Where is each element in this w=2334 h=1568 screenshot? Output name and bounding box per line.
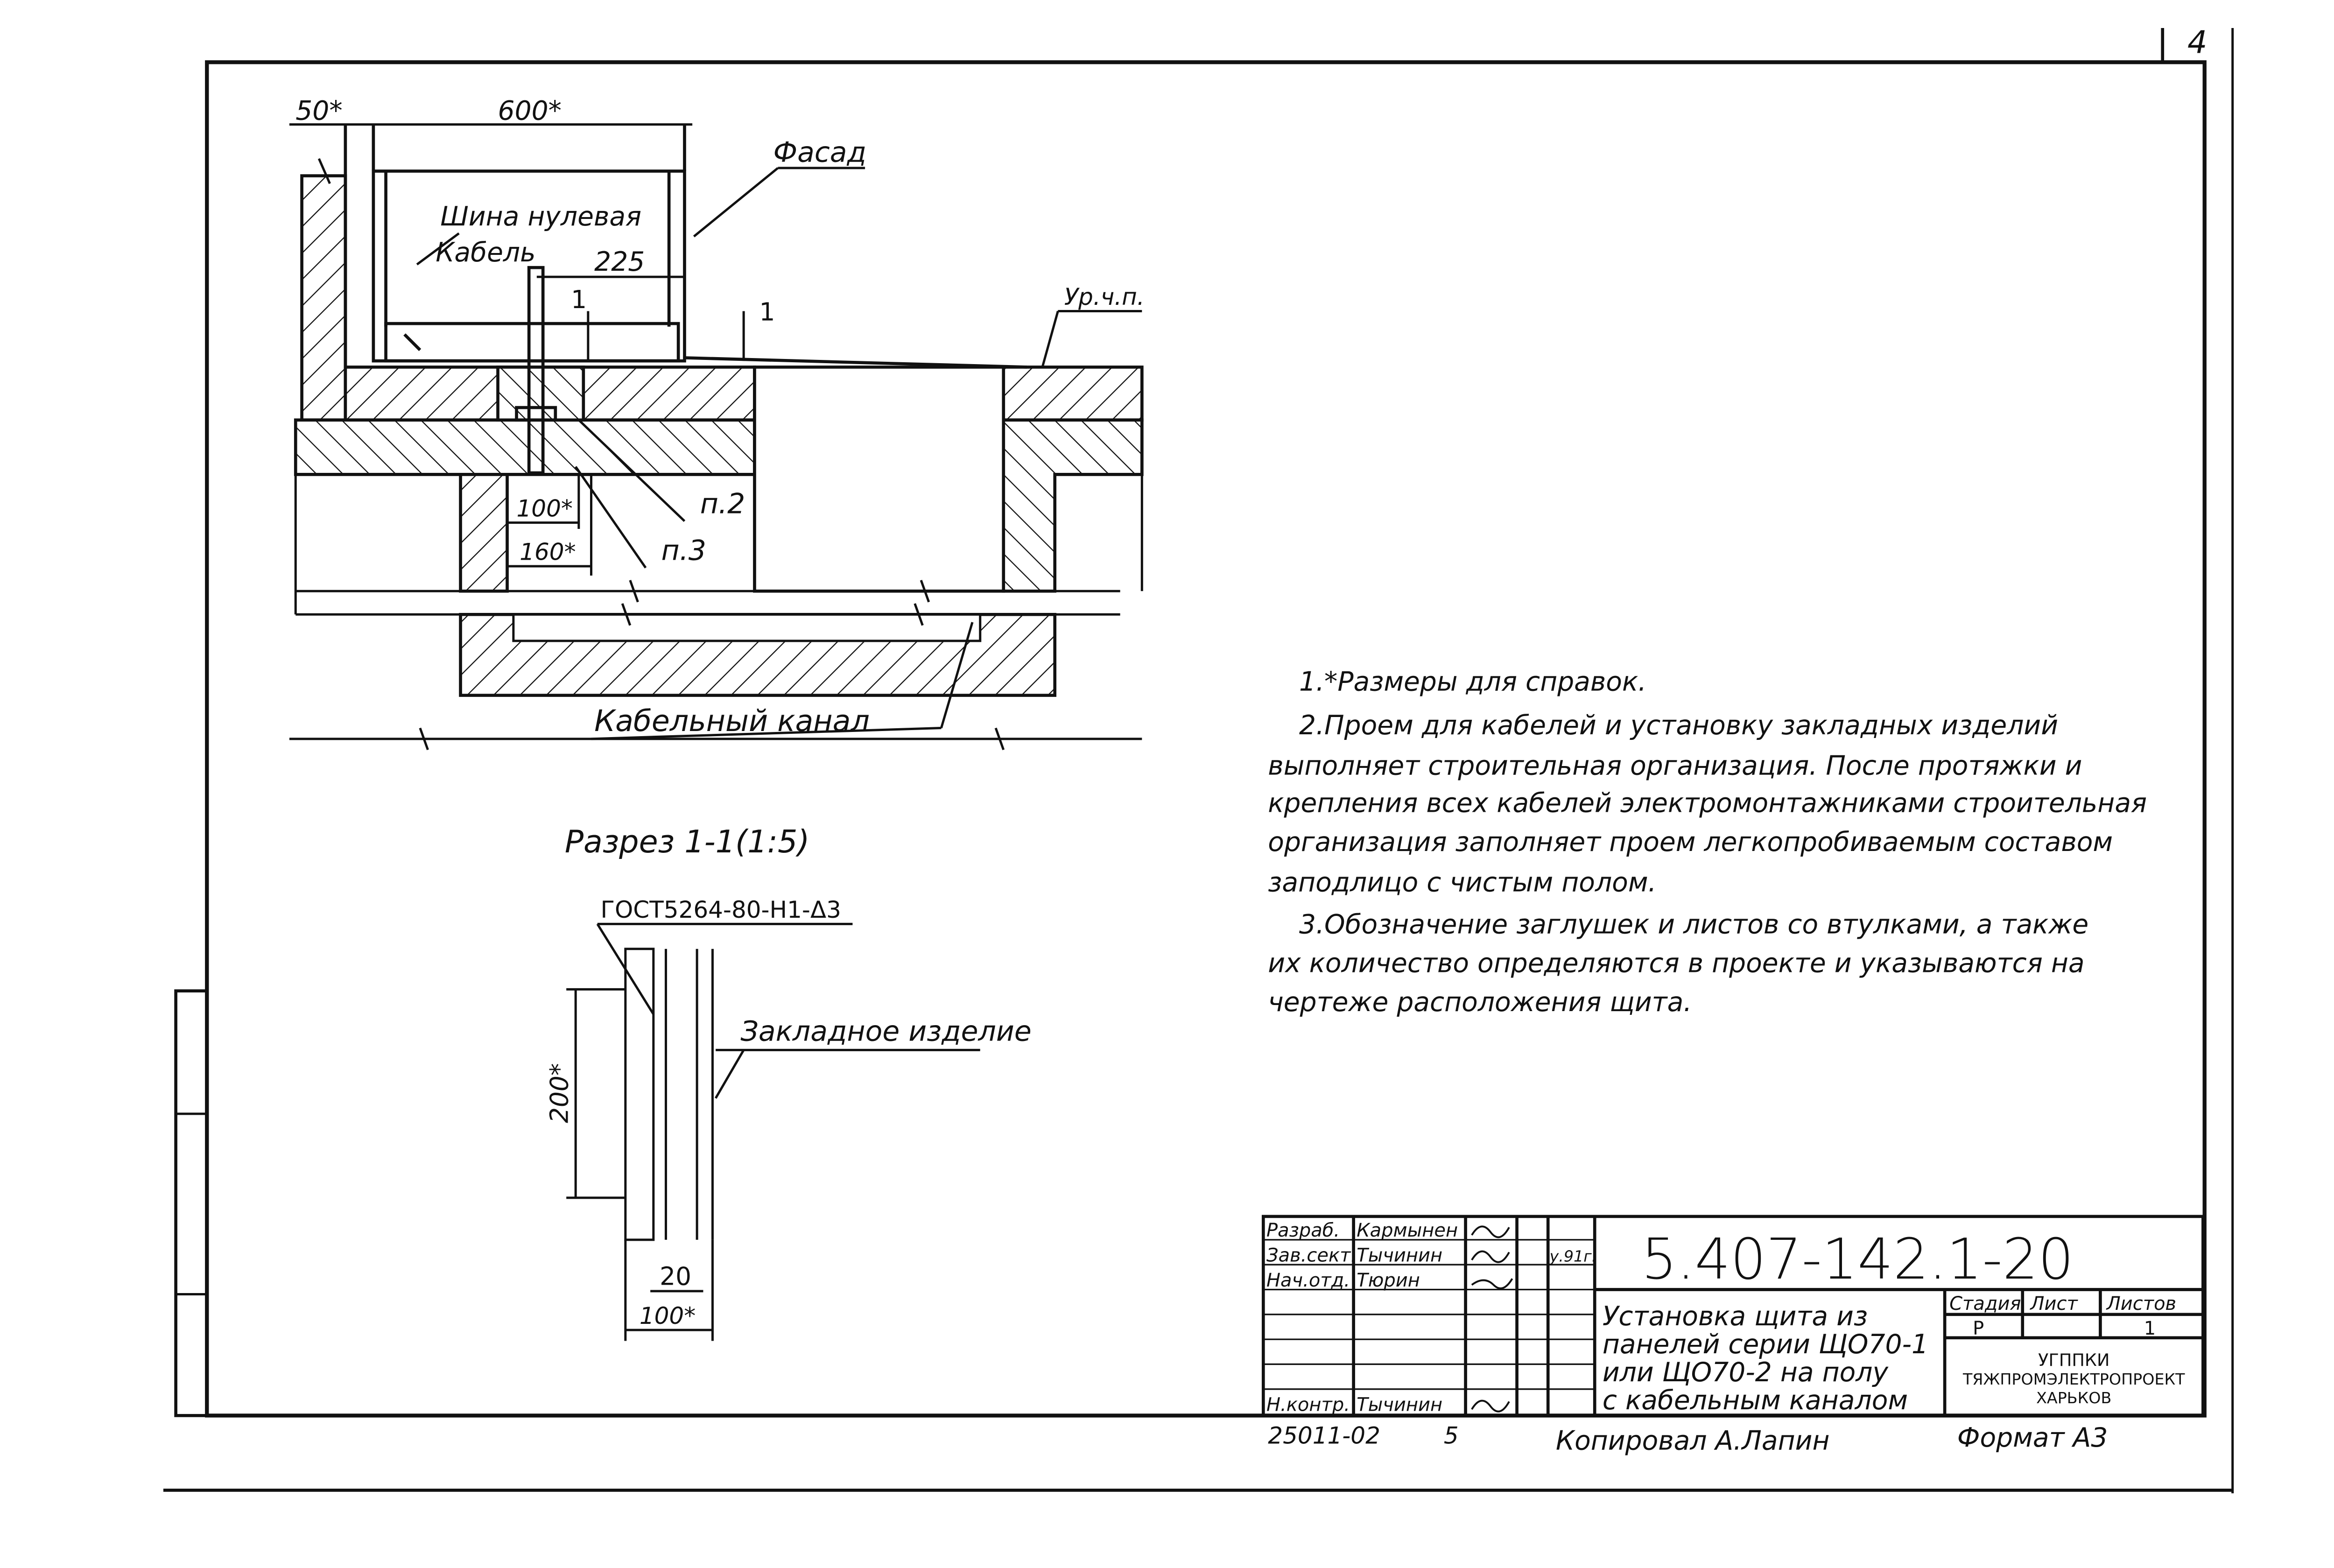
- tb-stage: Р: [1973, 1318, 1984, 1339]
- section-1-1: Разрез 1-1(1:5) ГОСТ5264-80-Н1-Δ3 Заклад…: [545, 823, 1032, 1341]
- tb-name: Тюрин: [1357, 1270, 1420, 1291]
- signatures: [1471, 1225, 1513, 1413]
- tb-description-line: с кабельным каналом: [1603, 1385, 1908, 1416]
- tb-sheets: 1: [2144, 1318, 2156, 1339]
- dim-600: 600*: [498, 96, 562, 127]
- tb-role: Разраб.: [1266, 1220, 1340, 1241]
- page-number: 5: [1444, 1422, 1459, 1449]
- left-wall: [300, 174, 347, 422]
- notes: 1.*Размеры для справок. 2.Проем для кабе…: [1268, 667, 2147, 1018]
- note-line: чертеже расположения щита.: [1268, 987, 1692, 1018]
- lower-slab-right: [1002, 418, 1144, 593]
- tb-role: Н.контр.: [1266, 1394, 1350, 1415]
- label-p3: п.3: [661, 534, 706, 567]
- tb-role: Нач.отд.: [1266, 1270, 1350, 1291]
- section-title: Разрез 1-1(1:5): [565, 823, 810, 860]
- tb-org: ХАРЬКОВ: [2036, 1389, 2111, 1407]
- tb-description-line: панелей серии ЩО70-1: [1603, 1329, 1928, 1360]
- gost-label: ГОСТ5264-80-Н1-Δ3: [600, 896, 841, 923]
- tb-date-mark: у.91г.: [1549, 1247, 1597, 1266]
- floor-slab-right: [1002, 366, 1144, 422]
- label-p2: п.2: [700, 488, 745, 520]
- tb-name: Кармынен: [1357, 1220, 1458, 1241]
- tb-name: Тычинин: [1357, 1394, 1442, 1415]
- dim-200: 200*: [545, 1063, 574, 1123]
- tb-description-line: Установка щита из: [1603, 1301, 1868, 1332]
- channel-left-wall: [459, 473, 509, 593]
- sheet-number: 4: [2187, 24, 2207, 60]
- plan-dimensions: [289, 123, 1142, 740]
- dim-100: 100*: [517, 495, 573, 522]
- note-line: заподлицо с чистым полом.: [1268, 867, 1656, 898]
- footer: 25011-02 5 Копировал А.Лапин Формат А3: [1268, 1422, 2108, 1456]
- title-block: Разраб. Кармынен Зав.сект. Тычинин Нач.о…: [1261, 1215, 2205, 1417]
- note-line: организация заполняет проем легкопробива…: [1268, 827, 2113, 858]
- tb-col-sheet: Лист: [2029, 1293, 2078, 1315]
- note-line: 3.Обозначение заглушек и листов со втулк…: [1299, 909, 2088, 940]
- dim-160: 160*: [520, 539, 576, 566]
- note-line: их количество определяются в проекте и у…: [1268, 948, 2084, 979]
- section-mark-left: 1: [571, 285, 587, 314]
- tb-name: Тычинин: [1357, 1245, 1442, 1266]
- tb-org: ТЯЖПРОМЭЛЕКТРОПРОЕКТ: [1962, 1370, 2185, 1388]
- dim-100-section: 100*: [640, 1302, 696, 1329]
- tb-col-stage: Стадия: [1949, 1293, 2021, 1315]
- plan-drawing: 50* 600* Фасад Шина нулевая Кабель 225 1…: [289, 96, 1145, 751]
- note-line: 1.*Размеры для справок.: [1299, 667, 1646, 697]
- tb-col-sheets: Листов: [2106, 1293, 2176, 1315]
- dim-20: 20: [660, 1262, 691, 1291]
- tb-role: Зав.сект.: [1266, 1245, 1357, 1266]
- label-cable-channel: Кабельный канал: [594, 703, 870, 738]
- section-mark-right: 1: [759, 297, 775, 326]
- tb-description-line: или ЩО70-2 на полу: [1603, 1357, 1889, 1388]
- label-facade: Фасад: [773, 136, 866, 169]
- embedded-part-label: Закладное изделие: [740, 1015, 1031, 1048]
- channel-inner: [512, 613, 982, 642]
- label-zero-bus: Шина нулевая: [440, 201, 641, 232]
- note-line: выполняет строительная организация. Посл…: [1268, 751, 2082, 781]
- label-floor-level: Ур.ч.п.: [1064, 283, 1145, 310]
- dim-50: 50*: [295, 96, 342, 127]
- insert-block: [496, 366, 585, 422]
- dim-225: 225: [594, 246, 645, 277]
- sheet-frame: [163, 28, 2234, 1494]
- inventory-number: 25011-02: [1268, 1422, 1380, 1449]
- label-cable: Кабель: [436, 237, 535, 268]
- tb-org: УГППКИ: [2038, 1350, 2109, 1370]
- anchor-bolt: [515, 266, 557, 475]
- lower-slab: [294, 418, 756, 476]
- note-line: 2.Проем для кабелей и установку закладны…: [1299, 710, 2058, 741]
- doc-code: 5.407-142.1-20: [1641, 1227, 2074, 1292]
- format-label: Формат А3: [1957, 1422, 2108, 1453]
- note-line: крепления всех кабелей электромонтажника…: [1268, 788, 2147, 818]
- copied-by: Копировал А.Лапин: [1556, 1426, 1830, 1456]
